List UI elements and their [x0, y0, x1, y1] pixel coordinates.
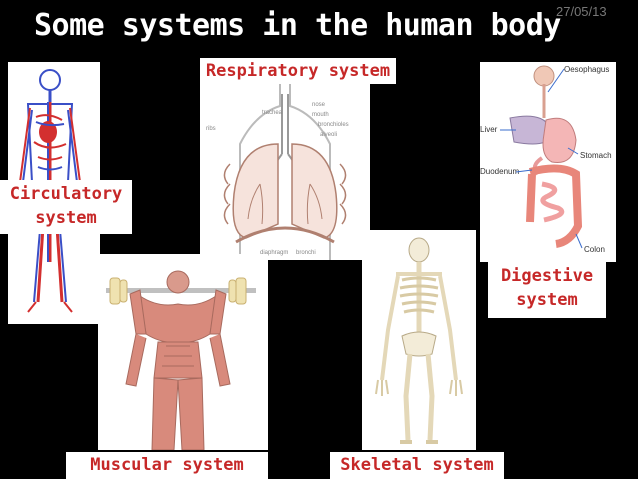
- svg-text:nose: nose: [312, 102, 326, 108]
- respiratory-image: nose mouth trachea bronchioles alveoli r…: [200, 84, 370, 260]
- circulatory-label: Circulatory system: [0, 180, 132, 234]
- svg-text:Duodenum: Duodenum: [480, 167, 519, 176]
- digestive-image: Oesophagus Liver Stomach Duodenum Colon: [480, 62, 616, 262]
- svg-text:Colon: Colon: [584, 245, 605, 254]
- svg-text:bronchi: bronchi: [296, 250, 316, 256]
- muscular-label: Muscular system: [66, 452, 268, 479]
- svg-text:diaphragm: diaphragm: [260, 250, 288, 256]
- muscular-image: [98, 254, 268, 450]
- slide-title: Some systems in the human body: [34, 8, 561, 43]
- svg-text:alveoli: alveoli: [320, 132, 337, 138]
- svg-text:Stomach: Stomach: [580, 151, 612, 160]
- skeletal-label: Skeletal system: [330, 452, 504, 479]
- svg-text:trachea: trachea: [262, 110, 283, 116]
- date-stamp: 27/05/13: [556, 4, 607, 19]
- respiratory-label: Respiratory system: [200, 58, 396, 84]
- svg-text:Liver: Liver: [480, 125, 498, 134]
- skeletal-image: [362, 230, 476, 450]
- svg-text:mouth: mouth: [312, 112, 329, 118]
- digestive-label: Digestive system: [488, 262, 606, 318]
- svg-text:Oesophagus: Oesophagus: [564, 65, 609, 74]
- svg-text:bronchioles: bronchioles: [318, 122, 349, 128]
- svg-text:ribs: ribs: [206, 126, 216, 132]
